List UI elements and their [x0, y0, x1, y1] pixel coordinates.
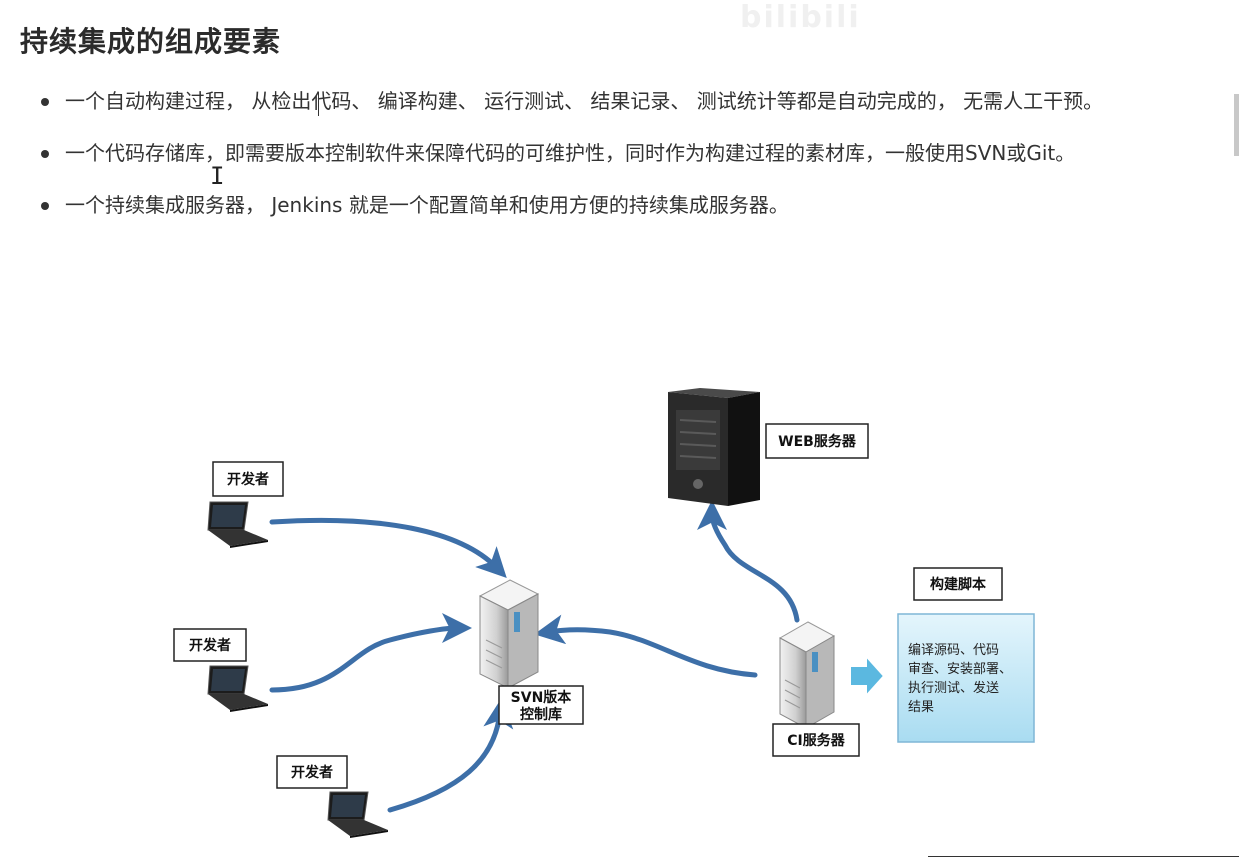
web-label-box: WEB服务器	[765, 423, 869, 459]
svn-server-icon	[478, 579, 540, 689]
developer-label-box: 开发者	[173, 628, 247, 662]
script-title-box: 构建脚本	[913, 567, 1003, 601]
laptop-icon	[207, 501, 268, 548]
developer-label: 开发者	[227, 471, 269, 488]
arrow-right-icon	[849, 653, 886, 699]
bilibili-watermark: bilibili	[740, 0, 861, 35]
bullet-dot-icon	[41, 98, 49, 106]
laptop-icon	[327, 791, 388, 838]
page-title: 持续集成的组成要素	[20, 25, 282, 58]
developer-label: 开发者	[291, 764, 333, 781]
bullet-text: 一个自动构建过程， 从检出代码、 编译构建、 运行测试、 结果记录、 测试统计等…	[65, 89, 1104, 113]
bullet-text: 一个代码存储库，即需要版本控制软件来保障代码的可维护性，同时作为构建过程的素材库…	[65, 141, 1076, 165]
developer-label-box: 开发者	[276, 755, 348, 789]
scrollbar-thumb[interactable]	[1234, 94, 1239, 156]
bullet-item: 一个代码存储库，即需要版本控制软件来保障代码的可维护性，同时作为构建过程的素材库…	[38, 136, 1178, 171]
text-caret	[318, 92, 319, 116]
arrow-ci-to-svn	[534, 614, 758, 678]
ci-label-box: CI服务器	[772, 723, 860, 757]
build-script-box: 编译源码、代码 审查、安装部署、 执行测试、发送 结果	[897, 613, 1035, 743]
svn-label-box: SVN版本 控制库	[498, 685, 584, 725]
laptop-icon	[207, 665, 268, 712]
ci-server-icon	[778, 621, 836, 729]
web-label: WEB服务器	[778, 433, 857, 450]
developer-label: 开发者	[189, 637, 231, 654]
ibeam-cursor-icon: I	[210, 162, 225, 190]
script-line: 审查、安装部署、	[908, 662, 1012, 677]
bullet-item: 一个自动构建过程， 从检出代码、 编译构建、 运行测试、 结果记录、 测试统计等…	[38, 84, 1178, 119]
flow-arrows	[269, 500, 800, 813]
bullet-dot-icon	[41, 202, 49, 210]
script-line: 结果	[908, 700, 934, 715]
svn-label-line2: 控制库	[520, 706, 562, 723]
bullet-item: 一个持续集成服务器， Jenkins 就是一个配置简单和使用方便的持续集成服务器…	[38, 188, 1178, 223]
script-line: 执行测试、发送	[908, 680, 999, 696]
web-server-icon	[668, 388, 760, 506]
script-title: 构建脚本	[930, 576, 987, 593]
arrow-dev1-to-svn	[269, 517, 507, 579]
svn-label-line1: SVN版本	[511, 689, 573, 706]
arrow-dev3-to-svn	[387, 698, 514, 813]
developer-label-box: 开发者	[212, 461, 284, 497]
divider	[928, 856, 1239, 857]
arrow-ci-to-web	[697, 500, 800, 623]
arrow-dev2-to-svn	[269, 613, 472, 693]
bullet-text: 一个持续集成服务器， Jenkins 就是一个配置简单和使用方便的持续集成服务器…	[65, 193, 789, 217]
ci-label: CI服务器	[787, 732, 845, 749]
bullet-dot-icon	[41, 150, 49, 158]
bullet-list: 一个自动构建过程， 从检出代码、 编译构建、 运行测试、 结果记录、 测试统计等…	[38, 84, 1178, 240]
script-line: 编译源码、代码	[908, 643, 999, 658]
